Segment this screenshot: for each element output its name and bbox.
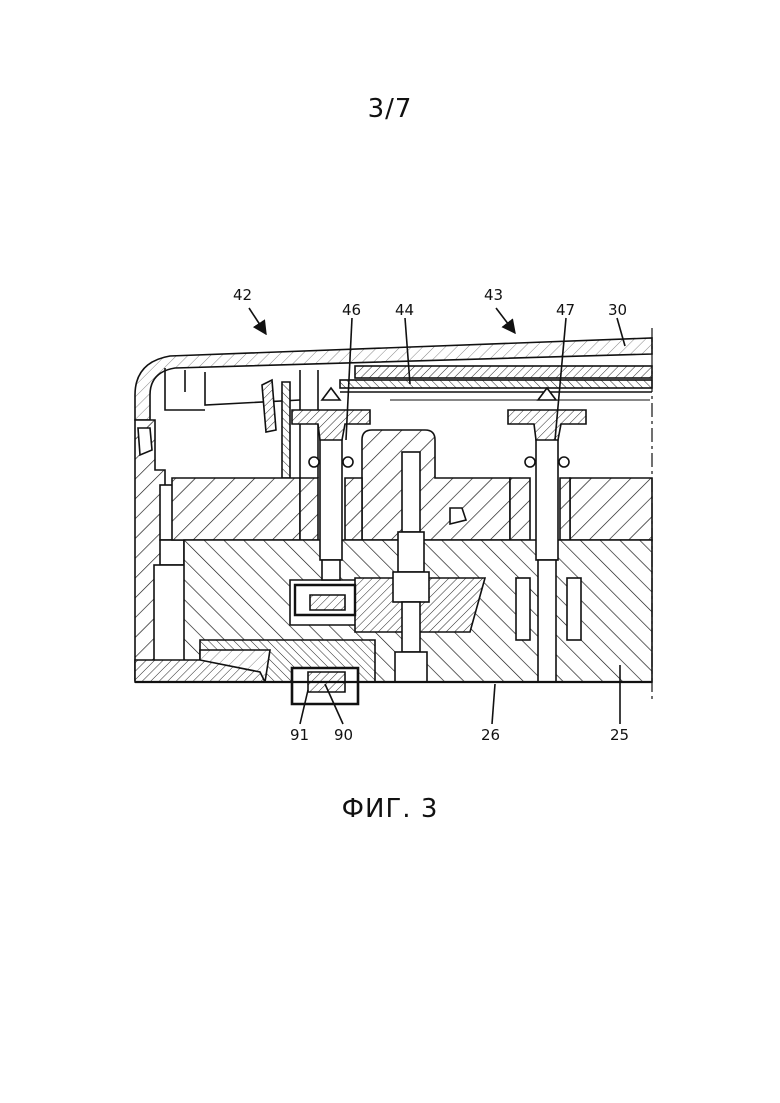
ref-label-26: 26 (481, 726, 500, 744)
ref-label-46: 46 (342, 301, 361, 319)
ref-label-30: 30 (608, 301, 627, 319)
ref-label-42: 42 (233, 286, 252, 304)
ref-label-90: 90 (334, 726, 353, 744)
ref-label-43: 43 (484, 286, 503, 304)
figure-caption: ФИГ. 3 (0, 794, 780, 824)
ref-label-47: 47 (556, 301, 575, 319)
ref-label-91: 91 (290, 726, 309, 744)
ref-label-44: 44 (395, 301, 414, 319)
ref-label-25: 25 (610, 726, 629, 744)
